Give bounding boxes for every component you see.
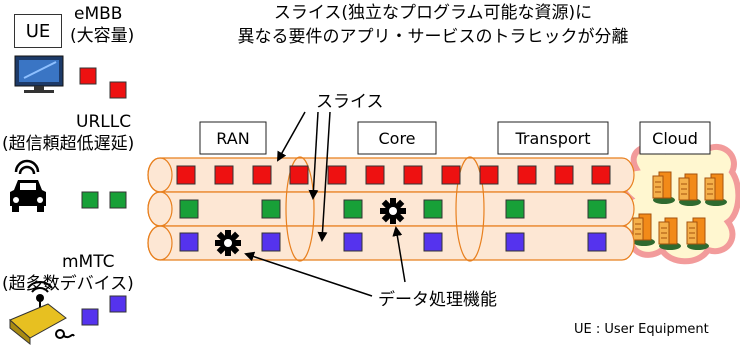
section-headers xyxy=(199,121,711,155)
section-transport: Transport xyxy=(515,128,591,148)
slice-label: スライス xyxy=(316,92,384,112)
slice-arrows xyxy=(277,111,331,242)
footer-note: UE : User Equipment xyxy=(574,322,709,337)
mmtc-desc: (超多数デバイス) xyxy=(2,274,134,294)
embb-squares xyxy=(79,67,127,99)
section-ran: RAN xyxy=(216,128,250,148)
urllc-squares xyxy=(81,191,127,209)
embb-name: eMBB xyxy=(74,4,123,24)
mmtc-name: mMTC xyxy=(62,252,115,272)
data-processing-label: データ処理機能 xyxy=(378,290,497,310)
section-core: Core xyxy=(378,128,416,148)
car-icon xyxy=(10,159,46,212)
iot-device-icon xyxy=(9,281,75,346)
title-line-2: 異なる要件のアプリ・サービスのトラヒックが分離 xyxy=(237,27,629,47)
urllc-desc: (超信頼超低遅延) xyxy=(2,134,135,154)
section-cloud: Cloud xyxy=(652,128,698,148)
mmtc-squares xyxy=(81,295,127,326)
embb-desc: (大容量) xyxy=(70,26,135,46)
urllc-slice-packets xyxy=(179,199,607,219)
embb-slice-packets xyxy=(176,165,611,185)
ue-label: UE xyxy=(14,14,62,48)
mmtc-slice-packets xyxy=(179,232,607,252)
title-line-1: スライス(独立なプログラム可能な資源)に xyxy=(273,3,593,23)
urllc-name: URLLC xyxy=(76,112,132,132)
monitor-icon xyxy=(14,55,64,93)
data-processing-arrows xyxy=(244,226,406,297)
